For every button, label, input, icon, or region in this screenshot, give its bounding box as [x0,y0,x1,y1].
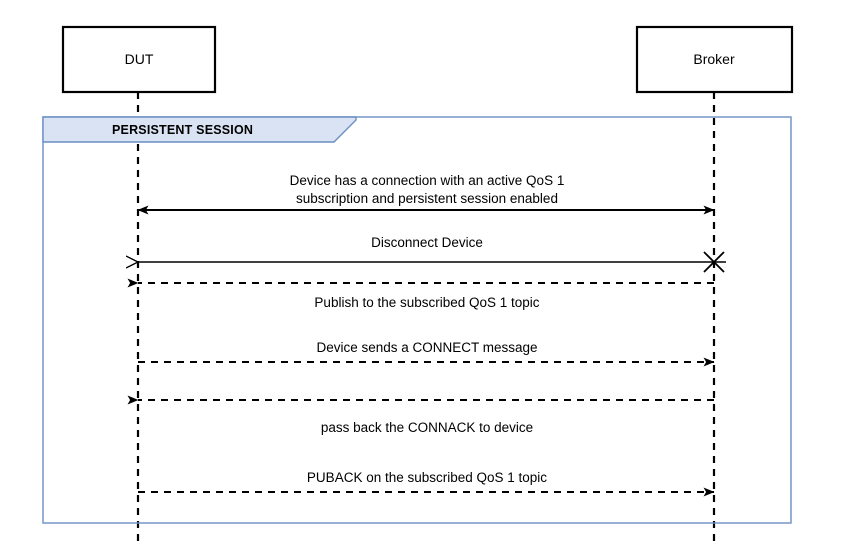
message-label-m4: Device sends a CONNECT message [316,340,538,355]
message-label-m6: PUBACK on the subscribed QoS 1 topic [306,470,548,485]
lifelines [136,92,716,545]
fragment-label: PERSISTENT SESSION [112,123,254,137]
participant-box-broker [635,25,794,94]
fragment-outline [42,116,792,524]
message-label-m1-line2: subscription and persistent session enab… [296,191,558,206]
participant-boxes [61,25,794,94]
participant-label-broker: Broker [693,51,735,67]
message-label-m5: pass back the CONNACK to device [320,420,534,435]
destroy-marker-broker [703,251,725,273]
participant-label-dut: DUT [124,51,154,67]
message-label-m3: Publish to the subscribed QoS 1 topic [314,295,540,310]
message-arrows [138,205,726,497]
fragment-header-shape [42,116,357,143]
message-label-m1-line1: Device has a connection with an active Q… [289,173,565,188]
combined-fragment [42,116,792,524]
participant-box-dut [61,25,217,94]
message-label-m2: Disconnect Device [371,235,483,250]
